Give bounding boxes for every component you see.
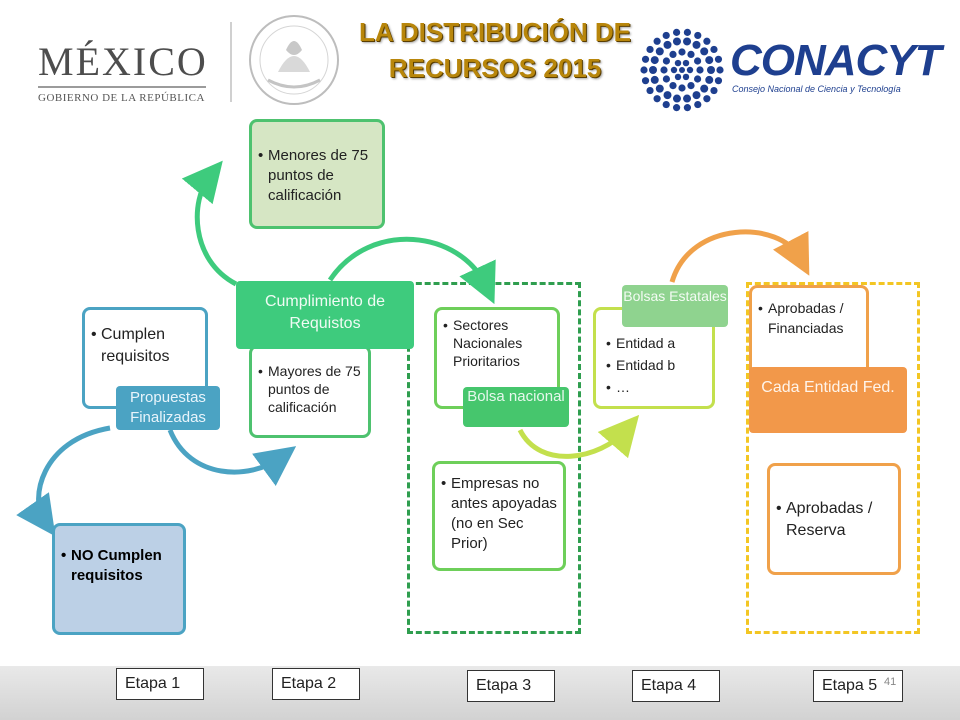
- propuestas-finalizadas-label: Propuestas Finalizadas: [116, 386, 220, 430]
- etapa-1-label: Etapa 1: [116, 668, 204, 700]
- slide-title-line-2: RECURSOS 2015: [388, 53, 602, 83]
- etapa-3-label: Etapa 3: [467, 670, 555, 702]
- arrow-propuestas-to-no-cumplen: [16, 425, 111, 537]
- no-cumplen-text: NO Cumplen requisitos: [61, 546, 177, 586]
- arrow-cumplimiento-to-menores: [181, 160, 238, 287]
- menores-node: Menores de 75 puntos de calificación: [249, 119, 385, 229]
- etapa-2-label: Etapa 2: [272, 668, 360, 700]
- cada-entidad-fed-label: Cada Entidad Fed.: [749, 367, 907, 433]
- empresas-no-apoyadas-node: Empresas no antes apoyadas (no en Sec Pr…: [432, 461, 566, 571]
- arrow-cumplimiento-to-bolsa-nacional: [327, 236, 496, 305]
- page-number: 41: [884, 676, 897, 688]
- conacyt-wordmark: CONACYT: [730, 36, 942, 85]
- bolsas-estatales-label: Bolsas Estatales: [622, 285, 728, 327]
- national-seal-icon: [249, 15, 339, 105]
- slide-title: LA DISTRIBUCIÓN DE RECURSOS 2015: [340, 14, 650, 86]
- aprobadas-financiadas-text: Aprobadas / Financiadas: [758, 298, 862, 338]
- aprobadas-financiadas-node: Aprobadas / Financiadas: [749, 285, 869, 379]
- mayores-node: Mayores de 75 puntos de calificación: [249, 345, 371, 438]
- no-cumplen-node: NO Cumplen requisitos: [52, 523, 186, 635]
- etapa-5-label: Etapa 5: [813, 670, 903, 702]
- mexico-logo-subtitle: GOBIERNO DE LA REPÚBLICA: [38, 92, 205, 104]
- slide-title-line-1: LA DISTRIBUCIÓN DE: [358, 17, 632, 47]
- mexico-gobierno-logo: MÉXICO GOBIERNO DE LA REPÚBLICA: [30, 28, 220, 108]
- empresas-text: Empresas no antes apoyadas (no en Sec Pr…: [441, 474, 559, 554]
- bolsa-nacional-label: Bolsa nacional: [463, 387, 569, 427]
- mexico-wordmark: MÉXICO: [38, 39, 208, 84]
- conacyt-dots-logo-icon: [640, 28, 724, 112]
- cumplen-text: Cumplen requisitos: [91, 324, 201, 368]
- cumplimiento-requisitos-label: Cumplimiento de Requistos: [236, 281, 414, 349]
- entidad-item: Entidad a: [606, 332, 708, 354]
- header-divider: [230, 22, 232, 102]
- aprobadas-reserva-node: Aprobadas / Reserva: [767, 463, 901, 575]
- mayores-text: Mayores de 75 puntos de calificación: [258, 362, 364, 416]
- menores-text: Menores de 75 puntos de calificación: [258, 146, 376, 206]
- arrow-bolsas-estatales-to-cada-entidad: [669, 229, 810, 283]
- sectores-text: Sectores Nacionales Prioritarios: [443, 316, 553, 370]
- etapa-4-label: Etapa 4: [632, 670, 720, 702]
- aprobadas-reserva-text: Aprobadas / Reserva: [776, 498, 894, 542]
- entidad-item: Entidad b: [606, 354, 708, 376]
- etapa-5-group: [746, 282, 920, 634]
- entidad-item: …: [606, 376, 708, 398]
- conacyt-subtitle: Consejo Nacional de Ciencia y Tecnología: [732, 84, 901, 94]
- mexico-logo-rule: [38, 86, 206, 88]
